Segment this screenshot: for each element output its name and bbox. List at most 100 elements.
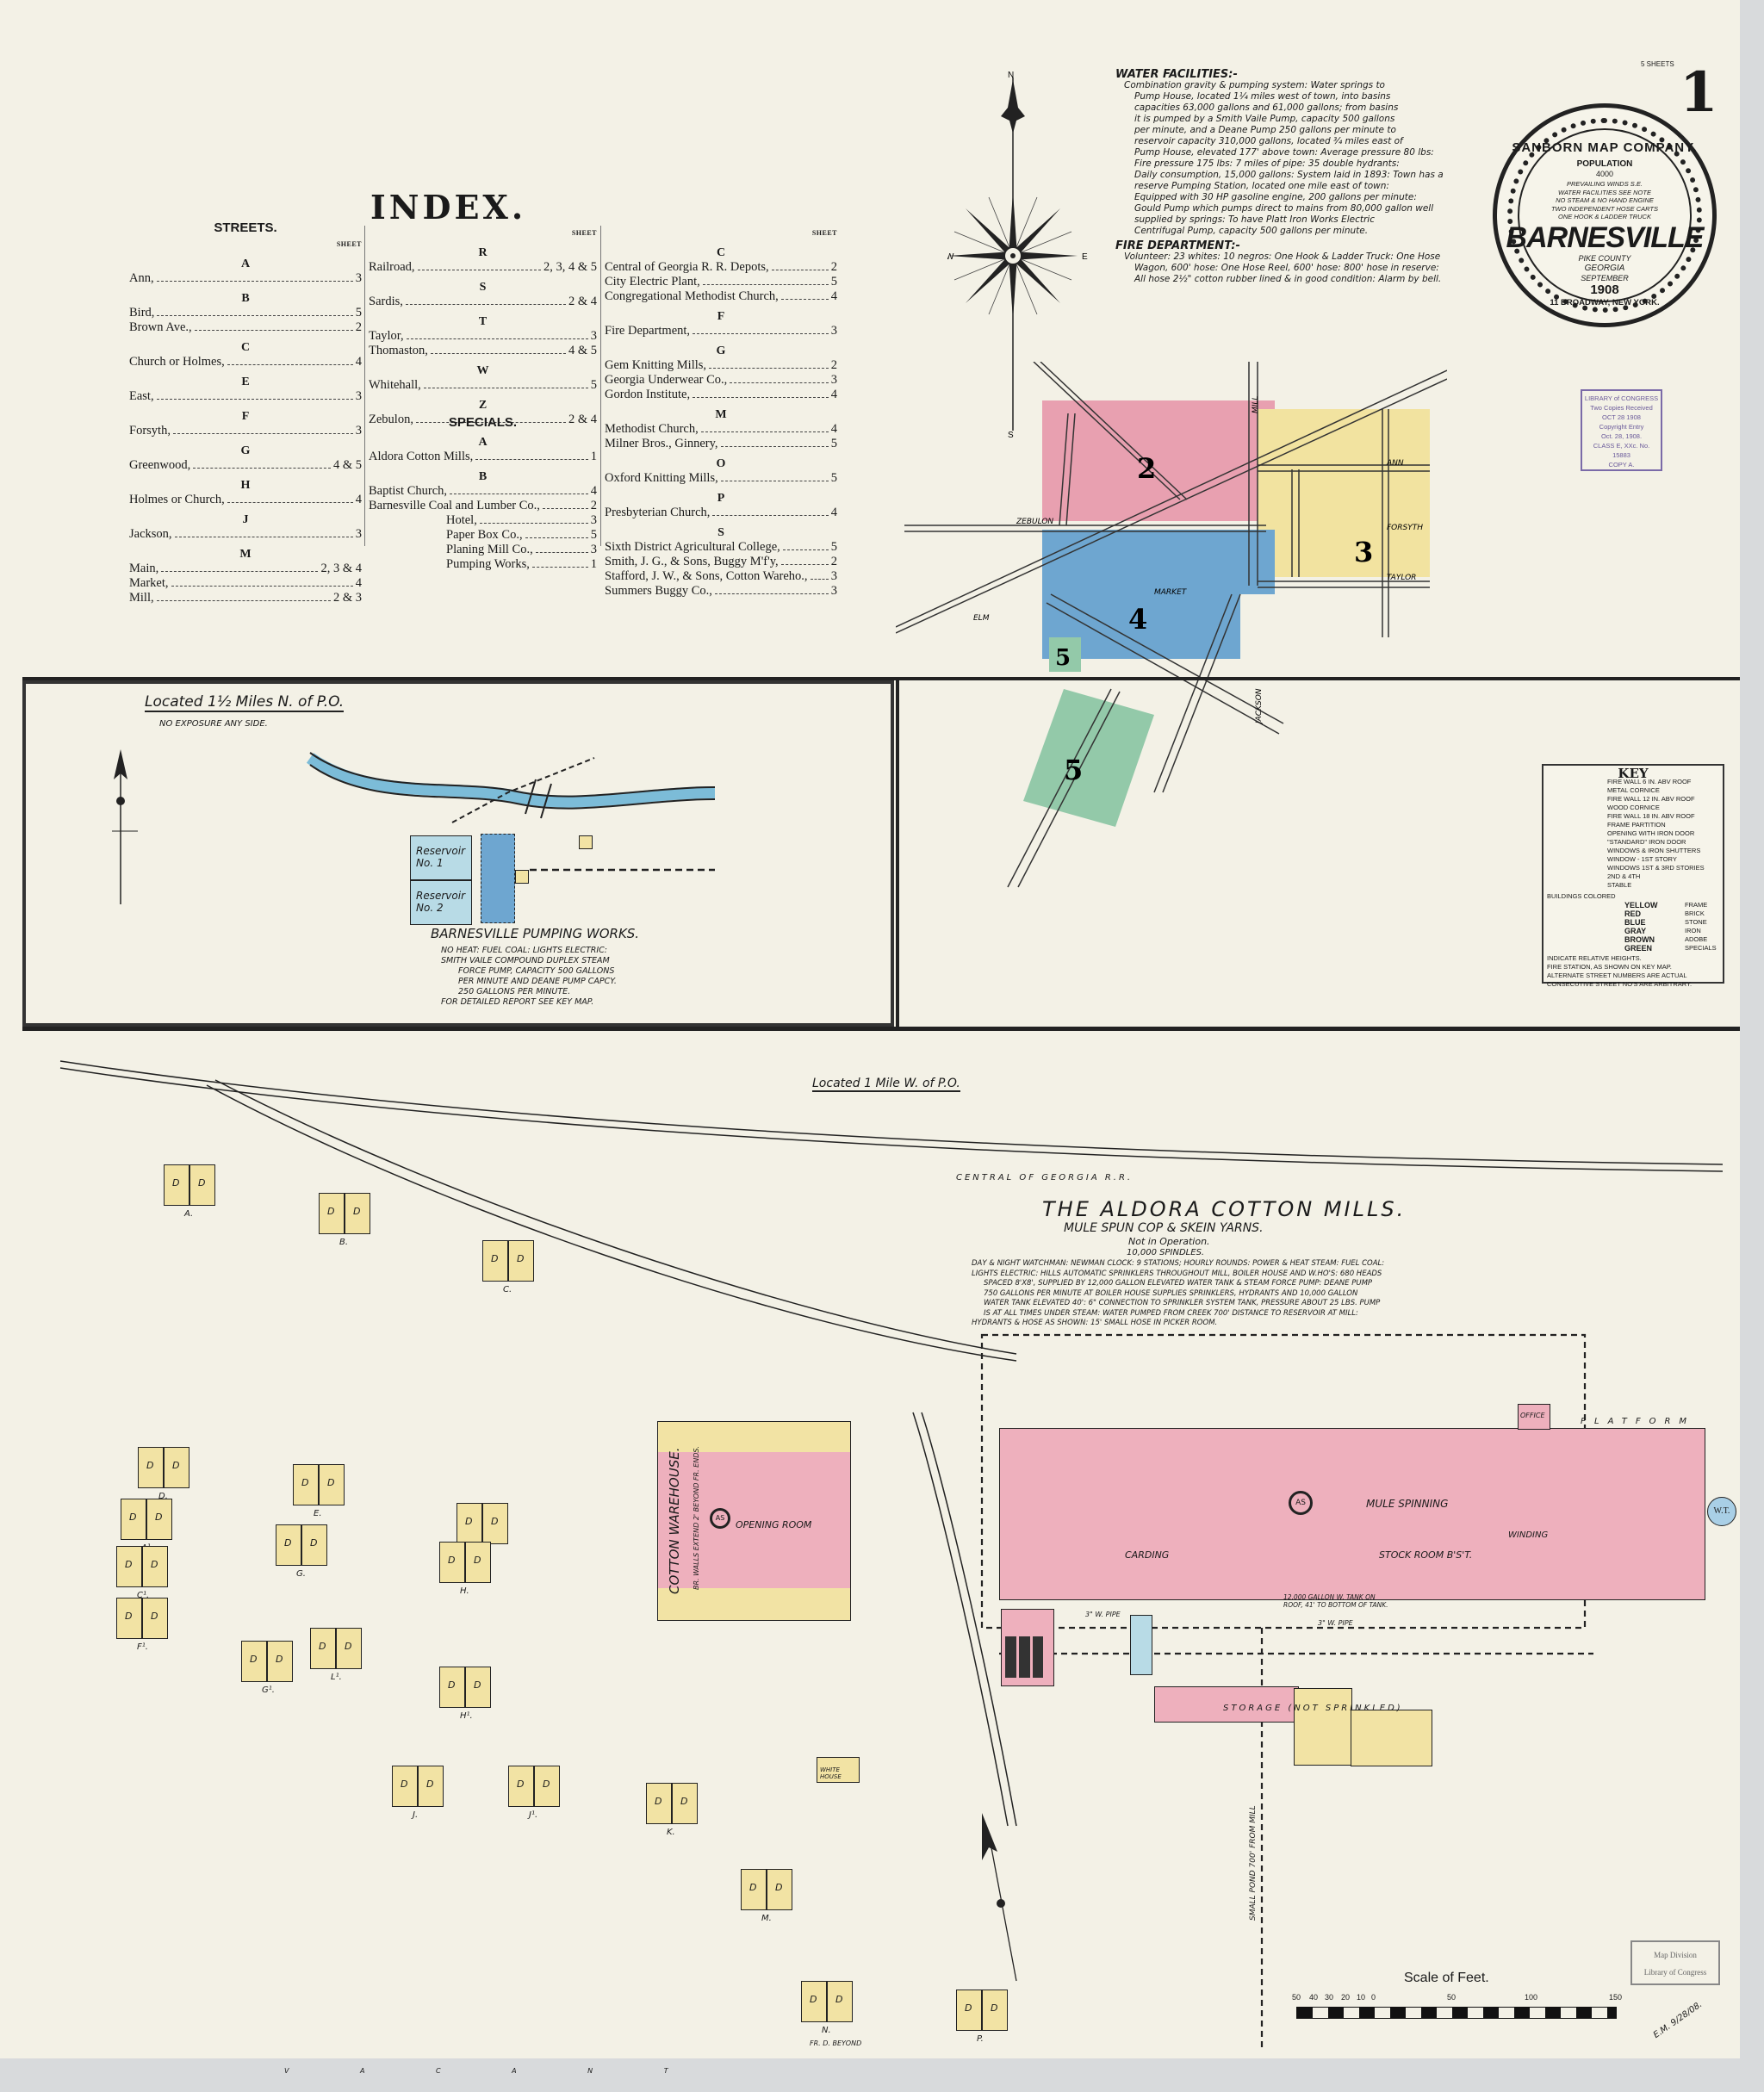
- special-index-entry: Milner Bros., Ginnery,5: [605, 437, 837, 450]
- special-index-entry: Hotel,3: [446, 513, 597, 527]
- special-index-entry: Presbyterian Church,4: [605, 506, 837, 519]
- svg-text:ZEBULON: ZEBULON: [1016, 518, 1053, 526]
- special-index-entry: Pumping Works,1: [446, 557, 597, 571]
- street-index-entry: Railroad,2, 3, 4 & 5: [369, 260, 597, 274]
- key-item: "STANDARD" IRON DOOR: [1607, 838, 1686, 846]
- street-index-entry: Bird,5: [129, 306, 362, 320]
- compass-rose-icon: N E W S: [947, 71, 1088, 439]
- shed: [579, 835, 593, 849]
- scale-tick: 30: [1325, 1993, 1334, 2002]
- special-index-entry: Aldora Cotton Mills,1: [369, 450, 597, 463]
- seal-town: BARNESVILLE: [1506, 221, 1705, 254]
- street-index-entry: Taylor,3: [369, 329, 597, 343]
- note-line: Pump House, located 1¼ miles west of tow…: [1134, 91, 1391, 102]
- special-index-entry: Baptist Church,4: [369, 484, 597, 498]
- key-item: 2ND & 4TH: [1607, 872, 1641, 880]
- svg-text:JACKSON: JACKSON: [1255, 688, 1264, 725]
- office-building: OFFICE: [1518, 1404, 1550, 1430]
- fr-beyond-label: FR. D. BEYOND: [810, 2039, 862, 2047]
- special-index-entry: Stafford, J. W., & Sons, Cotton Wareho.,…: [605, 569, 837, 583]
- key-item: FIRE WALL 18 IN. ABV ROOF: [1607, 812, 1695, 820]
- index-letter: S: [479, 281, 487, 294]
- special-index-entry: Congregational Methodist Church,4: [605, 289, 837, 303]
- special-index-entry: Oxford Knitting Mills,5: [605, 471, 837, 485]
- map-division-stamp: Map Division Library of Congress: [1630, 1940, 1720, 1985]
- panel-divider: [22, 677, 1740, 680]
- index-letter: T: [478, 315, 488, 328]
- mill-status: Not in Operation.: [1128, 1236, 1210, 1247]
- index-letter: F: [241, 410, 250, 423]
- sheet-number: 1: [1680, 60, 1718, 125]
- street-index-entry: Brown Ave.,2: [129, 320, 362, 334]
- svg-text:E: E: [1082, 252, 1088, 262]
- svg-text:MILL: MILL: [1252, 396, 1260, 413]
- index-letter: Z: [478, 399, 488, 412]
- street-index-entry: Sardis,2 & 4: [369, 295, 597, 308]
- street-index-entry: Greenwood,4 & 5: [129, 458, 362, 472]
- sanborn-title-seal: SANBORN MAP COMPANY. POPULATION 4000 PRE…: [1493, 103, 1717, 327]
- street-index-entry: Church or Holmes,4: [129, 355, 362, 369]
- special-index-entry: Smith, J. G., & Sons, Buggy M'f'y,2: [605, 555, 837, 568]
- seal-county: PIKE COUNTY: [1578, 254, 1631, 263]
- reservoir-1: Reservoir No. 1: [410, 835, 472, 880]
- special-index-entry: Planing Mill Co.,3: [446, 543, 597, 556]
- street-index-entry: Whitehall,5: [369, 378, 597, 392]
- seal-state: GEORGIA: [1584, 264, 1625, 273]
- svg-text:FORSYTH: FORSYTH: [1387, 524, 1423, 532]
- seal-population: 4000: [1595, 170, 1614, 178]
- index-letter: A: [478, 436, 488, 449]
- note-line: per minute, and a Deane Pump 250 gallons…: [1134, 125, 1396, 135]
- water-tower: W.T.: [1707, 1497, 1736, 1526]
- street-index-entry: Main,2, 3 & 4: [129, 562, 362, 575]
- note-line: Volunteer: 23 whites: 10 negros: One Hoo…: [1124, 251, 1441, 262]
- index-letter: C: [716, 246, 726, 259]
- key-heights: INDICATE RELATIVE HEIGHTS.: [1547, 954, 1642, 962]
- special-index-entry: Georgia Underwear Co.,3: [605, 373, 837, 387]
- special-index-entry: Gordon Institute,4: [605, 388, 837, 401]
- key-item: FIRE WALL 12 IN. ABV ROOF: [1607, 795, 1695, 803]
- scale-tick: 40: [1309, 1993, 1319, 2002]
- key-item: FIRE WALL 6 IN. ABV ROOF: [1607, 778, 1692, 785]
- special-index-entry: City Electric Plant,5: [605, 275, 837, 289]
- sheet-label: SHEET: [336, 240, 362, 248]
- specials-heading: SPECIALS.: [448, 415, 518, 430]
- street-index-entry: Forsyth,3: [129, 424, 362, 438]
- scale-title: Scale of Feet.: [1404, 1971, 1489, 1985]
- storage-building-frame: [1294, 1688, 1352, 1766]
- scale-tick: 50: [1447, 1993, 1457, 2002]
- sheet-count-note: 5 SHEETS: [1641, 60, 1674, 68]
- key-alt2: CONSECUTIVE STREET NO'S ARE ARBITRARY.: [1547, 980, 1693, 988]
- scale-tick: 0: [1371, 1993, 1376, 2002]
- special-index-entry: Fire Department,3: [605, 324, 837, 338]
- scale-tick: 20: [1341, 1993, 1351, 2002]
- vacant-label: V A C A N T: [284, 2067, 703, 2075]
- street-index-entry: Thomaston,4 & 5: [369, 344, 597, 357]
- index-letter: P: [717, 492, 725, 505]
- scale-tick: 50: [1292, 1993, 1301, 2002]
- index-letter: W: [476, 364, 489, 377]
- index-letter: G: [716, 345, 726, 357]
- pumping-works-inset: [22, 680, 894, 1027]
- svg-text:MARKET: MARKET: [1154, 588, 1188, 597]
- street-index-entry: Mill,2 & 3: [129, 591, 362, 605]
- mill-notes: DAY & NIGHT WATCHMAN: NEWMAN CLOCK: 9 ST…: [972, 1259, 1385, 1327]
- index-title: INDEX.: [370, 188, 527, 227]
- index-divider: [600, 226, 601, 546]
- water-facilities-heading: WATER FACILITIES:-: [1115, 68, 1238, 81]
- key-item: METAL CORNICE: [1607, 786, 1660, 794]
- street-index-entry: Ann,3: [129, 271, 362, 285]
- boilers: [1005, 1636, 1043, 1678]
- white-house: WHITE HOUSE: [817, 1757, 860, 1783]
- note-line: All hose 2½" cotton rubber lined & in go…: [1134, 274, 1442, 284]
- scale-bar: [1296, 2007, 1617, 2019]
- key-map-sheet-3: 3: [1354, 536, 1373, 568]
- seal-company: SANBORN MAP COMPANY.: [1512, 140, 1698, 155]
- scale-tick: 10: [1357, 1993, 1366, 2002]
- index-letter: M: [239, 548, 252, 561]
- seal-population-label: POPULATION: [1576, 159, 1633, 169]
